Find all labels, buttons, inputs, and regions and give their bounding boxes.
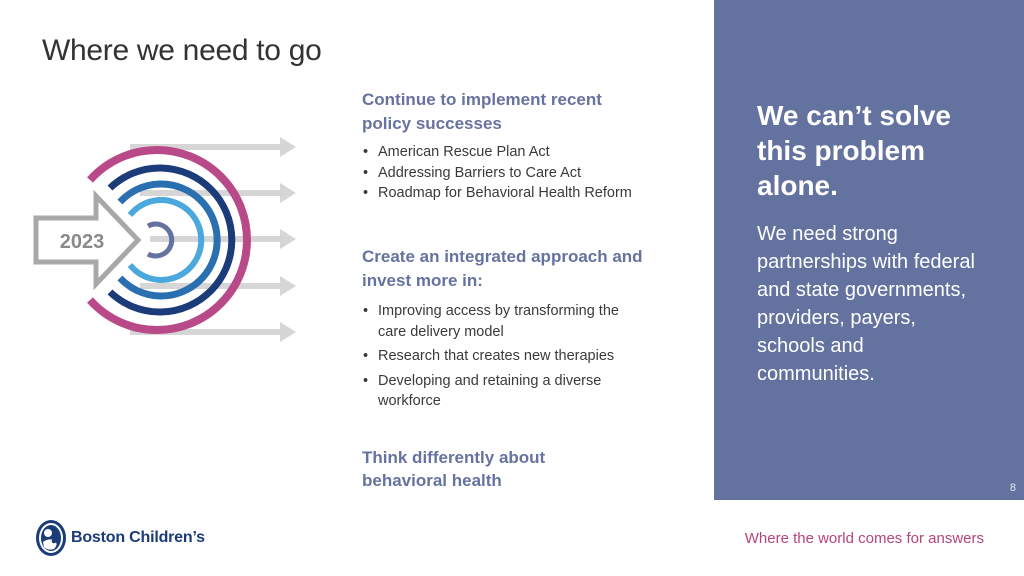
list-item-line: Improving access by transforming the (378, 303, 619, 319)
list-item: Addressing Barriers to Care Act (362, 163, 632, 184)
panel-body: We need strong partnerships with federal… (757, 220, 1019, 388)
list-item-line: Research that creates new therapies (378, 348, 615, 364)
list-item: Developing and retaining a diverse workf… (362, 371, 643, 412)
panel-body-line: schools and (757, 335, 864, 357)
section-integrated: Create an integrated approach and invest… (362, 245, 643, 412)
heading-line: Think differently about (362, 448, 546, 467)
heading-line: behavioral health (362, 471, 502, 490)
panel-body-line: communities. (757, 363, 875, 385)
panel-body-line: partnerships with federal (757, 251, 975, 273)
callout-panel: We can’t solve this problem alone. We ne… (714, 0, 1024, 500)
footer (0, 500, 1024, 576)
year-label: 2023 (60, 231, 105, 253)
panel-title-line: We can’t solve (757, 100, 952, 131)
boston-childrens-logo-icon (36, 520, 66, 556)
list-item: American Rescue Plan Act (362, 142, 632, 163)
section-heading: Continue to implement recent policy succ… (362, 88, 632, 136)
arc-light-blue (127, 197, 205, 283)
list-item: Research that creates new therapies (362, 346, 643, 367)
list-item: Roadmap for Behavioral Health Reform (362, 183, 632, 204)
logo-text: Boston Children’s (71, 529, 205, 546)
heading-line: invest more in: (362, 271, 483, 290)
section-heading: Think differently about behavioral healt… (362, 446, 545, 492)
panel-body-line: providers, payers, (757, 307, 916, 329)
section-think-differently: Think differently about behavioral healt… (362, 446, 545, 492)
panel-title-line: this problem (757, 135, 926, 166)
tagline: Where the world comes for answers (744, 530, 984, 547)
heading-line: policy successes (362, 114, 502, 133)
arc-magenta (156, 146, 251, 334)
heading-line: Continue to implement recent (362, 90, 602, 109)
arc-navy (107, 164, 236, 316)
arrow-3 (150, 229, 296, 249)
arc-magenta-left-bottom (87, 297, 158, 334)
outline-arrow-icon (33, 189, 142, 291)
bullet-list: Improving access by transforming the car… (362, 301, 643, 412)
arc-slate (146, 221, 175, 259)
concentric-arcs-icon: 2023 (33, 137, 296, 342)
arrow-1 (130, 137, 296, 157)
list-item-line: workforce (378, 393, 441, 409)
panel-body-line: We need strong (757, 223, 898, 245)
page-number: 8 (1009, 482, 1016, 494)
arrow-5 (130, 322, 296, 342)
arc-magenta-left (87, 146, 158, 183)
arc-blue (117, 180, 221, 300)
heading-line: Create an integrated approach and (362, 247, 643, 266)
section-policy: Continue to implement recent policy succ… (362, 88, 632, 204)
bullet-list: American Rescue Plan Act Addressing Barr… (362, 142, 632, 204)
panel-body-line: and state governments, (757, 279, 967, 301)
page-title: Where we need to go (42, 34, 322, 67)
section-heading: Create an integrated approach and invest… (362, 245, 643, 293)
panel-title: We can’t solve this problem alone. (757, 98, 997, 203)
panel-title-line: alone. (757, 170, 838, 201)
list-item: Improving access by transforming the car… (362, 301, 643, 342)
brand-logo[interactable]: Boston Children’s (34, 518, 205, 558)
list-item-line: care delivery model (378, 323, 504, 340)
list-item-line: Developing and retaining a diverse (378, 372, 602, 389)
